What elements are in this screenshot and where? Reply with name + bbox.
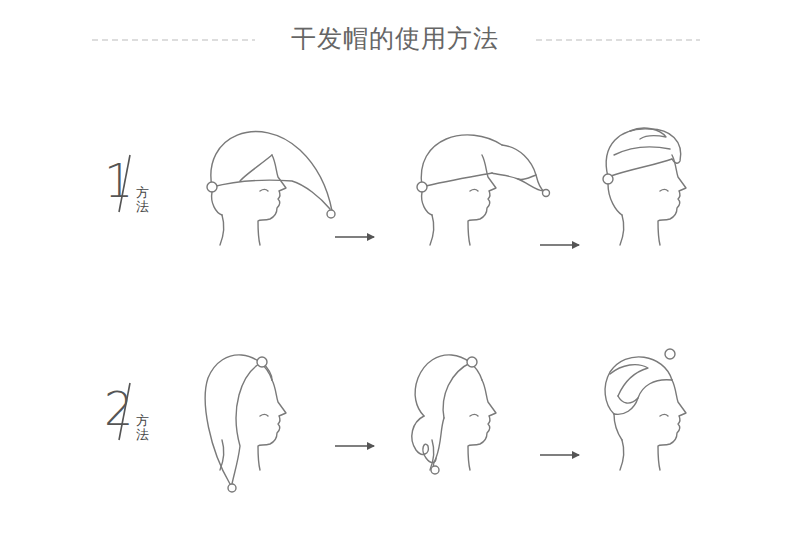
step-caption: 方法 (136, 414, 149, 443)
towel-figure (417, 135, 550, 245)
diagram-title: 干发帽的使用方法 (291, 22, 499, 55)
step-number: 2 (104, 386, 133, 432)
step-number: 1 (104, 158, 133, 204)
towel-figure (205, 355, 286, 492)
towel-figure (412, 355, 496, 474)
towel-figure (605, 349, 686, 470)
step-caption: 方法 (136, 186, 149, 215)
towel-figure (207, 132, 335, 245)
towel-figure (603, 128, 686, 245)
step-arrow (335, 237, 579, 455)
